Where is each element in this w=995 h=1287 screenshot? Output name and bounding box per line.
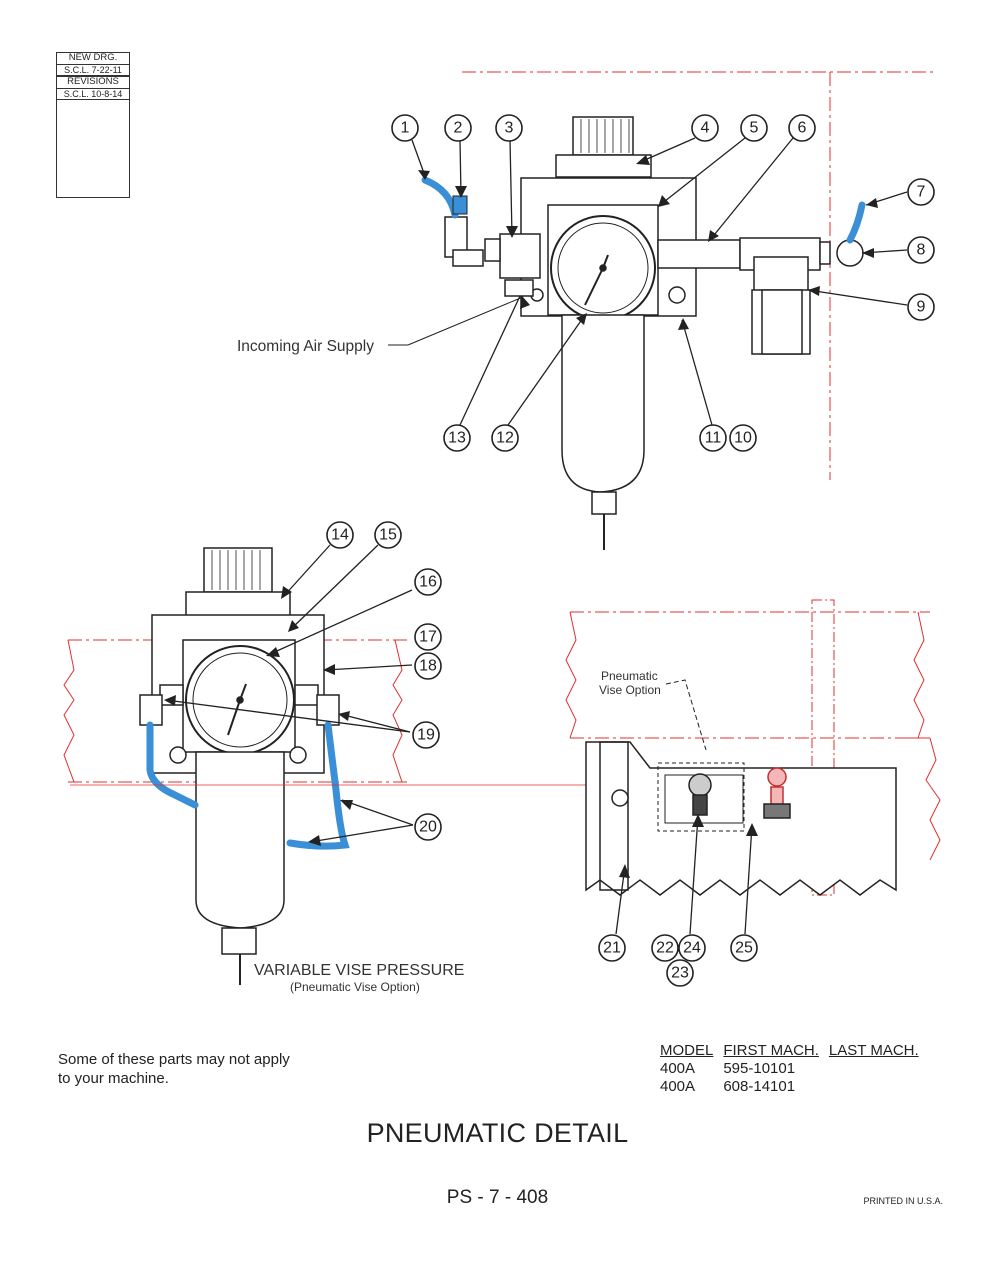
top-regulator bbox=[444, 116, 864, 550]
hose-left-b bbox=[286, 721, 350, 850]
hose-1 bbox=[421, 176, 459, 219]
table-row: 400A 608-14101 bbox=[660, 1078, 929, 1096]
hose-fitting-2 bbox=[452, 195, 468, 215]
callout-13: 13 bbox=[443, 424, 471, 452]
svg-text:12: 12 bbox=[496, 430, 514, 447]
last-mach-header: LAST MACH. bbox=[828, 1042, 919, 1059]
printed-in-usa: PRINTED IN U.S.A. bbox=[863, 1196, 943, 1206]
hose-left-a bbox=[146, 721, 199, 809]
svg-text:17: 17 bbox=[419, 629, 437, 646]
callout-20: 20 bbox=[414, 813, 442, 841]
svg-text:14: 14 bbox=[331, 527, 349, 544]
callout-11: 11 bbox=[699, 424, 727, 452]
variable-vise-pressure-sub: (Pneumatic Vise Option) bbox=[290, 980, 420, 994]
svg-text:16: 16 bbox=[419, 574, 437, 591]
svg-text:1: 1 bbox=[401, 120, 410, 137]
model-cell: 400A bbox=[660, 1078, 696, 1095]
model-cell: 400A bbox=[660, 1060, 696, 1077]
callout-12: 12 bbox=[491, 424, 519, 452]
vise-leaders bbox=[615, 679, 753, 935]
callout-8: 8 bbox=[907, 236, 935, 264]
pneumatic-vise-option-line1: Pneumatic bbox=[601, 669, 658, 683]
first-mach-header: FIRST MACH. bbox=[723, 1042, 819, 1059]
hose-7 bbox=[846, 201, 866, 244]
callout-23: 23 bbox=[666, 959, 694, 987]
svg-text:24: 24 bbox=[683, 940, 701, 957]
svg-text:8: 8 bbox=[917, 242, 926, 259]
svg-text:25: 25 bbox=[735, 940, 753, 957]
variable-vise-pressure-label: VARIABLE VISE PRESSURE bbox=[254, 962, 464, 979]
last-mach-cell bbox=[829, 1078, 929, 1096]
new-drg-value: S.C.L. 7-22-11 bbox=[57, 65, 129, 76]
callout-15: 15 bbox=[374, 521, 402, 549]
callout-22: 22 bbox=[651, 934, 679, 962]
svg-text:15: 15 bbox=[379, 527, 397, 544]
callout-6: 6 bbox=[788, 114, 816, 142]
last-mach-cell bbox=[829, 1060, 929, 1078]
svg-text:10: 10 bbox=[734, 430, 752, 447]
callout-21: 21 bbox=[598, 934, 626, 962]
revision-block: NEW DRG. S.C.L. 7-22-11 REVISIONS S.C.L.… bbox=[56, 52, 130, 198]
left-regulator bbox=[139, 547, 340, 985]
svg-text:5: 5 bbox=[750, 120, 759, 137]
callout-7: 7 bbox=[907, 178, 935, 206]
top-arrowheads bbox=[418, 155, 878, 330]
revision-1: S.C.L. 10-8-14 bbox=[57, 89, 129, 100]
svg-text:13: 13 bbox=[448, 430, 466, 447]
callout-10: 10 bbox=[729, 424, 757, 452]
revisions-label: REVISIONS bbox=[57, 76, 129, 89]
svg-text:9: 9 bbox=[917, 299, 926, 316]
svg-text:11: 11 bbox=[705, 430, 722, 447]
first-mach-cell: 608-14101 bbox=[723, 1078, 796, 1095]
pneumatic-vise-option-line2: Vise Option bbox=[599, 683, 661, 697]
svg-text:22: 22 bbox=[656, 940, 674, 957]
callout-16: 16 bbox=[414, 568, 442, 596]
top-leaders bbox=[388, 137, 908, 426]
vise-arrowheads bbox=[619, 814, 758, 878]
new-drg-label: NEW DRG. bbox=[57, 52, 129, 65]
callout-1: 1 bbox=[391, 114, 419, 142]
vise-panel bbox=[585, 741, 897, 896]
svg-text:7: 7 bbox=[917, 184, 926, 201]
callout-14: 14 bbox=[326, 521, 354, 549]
left-arrowheads bbox=[164, 586, 353, 846]
vise-machine-outline bbox=[70, 599, 941, 896]
callout-5: 5 bbox=[740, 114, 768, 142]
callout-2: 2 bbox=[444, 114, 472, 142]
svg-text:3: 3 bbox=[505, 120, 514, 137]
table-row: 400A 595-10101 bbox=[660, 1060, 929, 1078]
svg-text:23: 23 bbox=[671, 965, 689, 982]
callout-25: 25 bbox=[730, 934, 758, 962]
note-text: Some of these parts may not apply to you… bbox=[58, 1051, 290, 1087]
svg-text:20: 20 bbox=[419, 819, 437, 836]
svg-text:2: 2 bbox=[454, 120, 463, 137]
callout-24: 24 bbox=[678, 934, 706, 962]
svg-text:18: 18 bbox=[419, 658, 437, 675]
incoming-air-label: Incoming Air Supply bbox=[237, 338, 374, 355]
svg-text:4: 4 bbox=[701, 120, 710, 137]
callout-18: 18 bbox=[414, 652, 442, 680]
callout-17: 17 bbox=[414, 623, 442, 651]
model-table: MODEL FIRST MACH. LAST MACH. 400A 595-10… bbox=[660, 1042, 929, 1096]
svg-text:19: 19 bbox=[417, 727, 435, 744]
top-machine-outline bbox=[462, 71, 935, 480]
svg-text:6: 6 bbox=[798, 120, 807, 137]
page-title: PNEUMATIC DETAIL bbox=[366, 1118, 629, 1148]
page-number: PS - 7 - 408 bbox=[446, 1187, 549, 1208]
first-mach-cell: 595-10101 bbox=[723, 1060, 796, 1077]
callout-4: 4 bbox=[691, 114, 719, 142]
callout-3: 3 bbox=[495, 114, 523, 142]
left-leaders bbox=[165, 544, 414, 843]
callout-19: 19 bbox=[412, 721, 440, 749]
callout-9: 9 bbox=[907, 293, 935, 321]
model-header: MODEL bbox=[660, 1042, 714, 1059]
svg-text:21: 21 bbox=[603, 940, 621, 957]
